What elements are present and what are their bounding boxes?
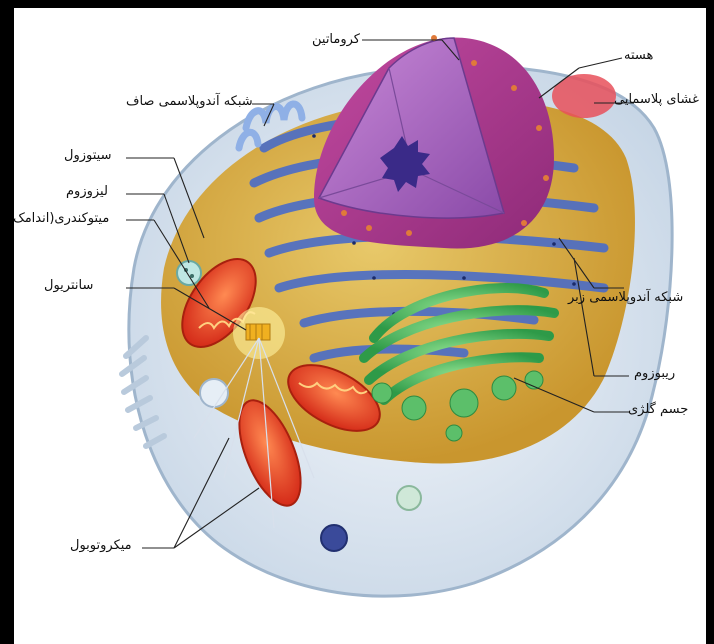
label-chromatin: کروماتین [312, 32, 360, 47]
lysosome [177, 261, 201, 285]
label-rough-er: شبکه آندوپلاسمی زبر [568, 290, 683, 305]
label-cytosol: سیتوزول [64, 148, 111, 163]
label-microtubule: میکروتوبول [70, 538, 132, 553]
label-ribosome: ریبوزوم [634, 366, 675, 381]
centriole [233, 307, 285, 359]
label-plasma-membrane: غشای پلاسمایی [614, 92, 699, 107]
label-lysosome: لیزوزوم [66, 184, 108, 199]
diagram-frame: کروماتین هسته غشای پلاسمایی شبکه آندوپلا… [14, 8, 706, 644]
label-mitochondria: میتوکندری(اندامک) [14, 211, 109, 226]
label-smooth-er: شبکه آندوپلاسمی صاف [126, 94, 253, 109]
label-golgi: جسم گلژی [628, 402, 688, 417]
label-nucleus: هسته [624, 48, 653, 63]
nucleus [314, 38, 554, 249]
label-centriole: سانتریول [44, 278, 93, 293]
